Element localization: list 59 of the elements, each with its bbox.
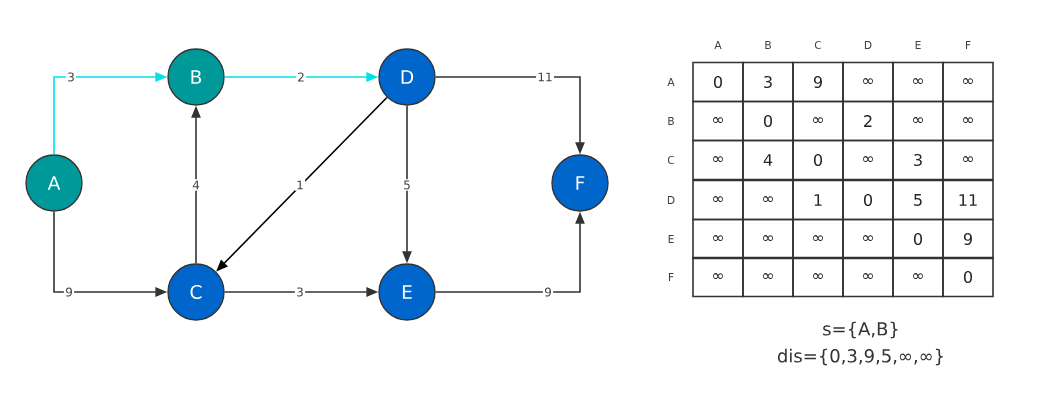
edge-label: 5	[401, 179, 413, 191]
matrix-cell: 5	[892, 179, 944, 221]
matrix-cell: 11	[942, 179, 994, 221]
matrix-cell: ∞	[742, 218, 794, 260]
matrix-cell: 0	[892, 218, 944, 260]
edge-label: 9	[63, 286, 75, 298]
matrix-cell: 0	[842, 179, 894, 221]
edge-label: 2	[295, 71, 307, 83]
result-text: s={A,B}	[823, 321, 898, 339]
matrix-cell: 9	[942, 218, 994, 260]
matrix-cell: ∞	[792, 256, 844, 298]
row-header: D	[667, 196, 675, 204]
matrix-cell: ∞	[692, 100, 744, 142]
row-header: E	[668, 235, 674, 243]
matrix-cell: 0	[742, 100, 794, 142]
column-header: E	[915, 41, 921, 49]
matrix-cell: ∞	[842, 139, 894, 181]
matrix-cell: 2	[842, 100, 894, 142]
matrix-cell: ∞	[892, 100, 944, 142]
edge-label: 3	[294, 286, 306, 298]
row-header: F	[669, 273, 674, 281]
edge-label: 11	[536, 71, 554, 83]
matrix-cell: 3	[892, 139, 944, 181]
matrix-cell: 3	[742, 61, 794, 103]
matrix-cell: 9	[792, 61, 844, 103]
matrix-cell: ∞	[842, 61, 894, 103]
row-header: C	[667, 155, 675, 164]
column-header: F	[966, 41, 971, 49]
matrix-cell: ∞	[742, 256, 794, 298]
edge-label: 1	[294, 179, 306, 191]
matrix-cell: ∞	[692, 218, 744, 260]
column-header: B	[765, 41, 771, 49]
column-header: A	[714, 41, 722, 49]
matrix-cell: ∞	[792, 100, 844, 142]
row-header: B	[668, 117, 674, 125]
matrix-cell: ∞	[942, 139, 994, 181]
matrix-cell: ∞	[842, 218, 894, 260]
column-header: C	[814, 40, 822, 49]
matrix-cell: 0	[792, 139, 844, 181]
matrix-cell: ∞	[942, 100, 994, 142]
edge-label: 3	[65, 71, 77, 83]
matrix-cell: ∞	[692, 179, 744, 221]
matrix-cell: ∞	[942, 61, 994, 103]
matrix-cell: ∞	[692, 256, 744, 298]
matrix-cell: 1	[792, 179, 844, 221]
matrix-cell: 4	[742, 139, 794, 181]
edge-label: 9	[542, 286, 554, 298]
matrix-cell: ∞	[842, 256, 894, 298]
result-text: dis={0,3,9,5,∞,∞}	[777, 348, 943, 366]
matrix-cell: 0	[692, 61, 744, 103]
matrix-cell: ∞	[892, 256, 944, 298]
matrix-cell: ∞	[692, 139, 744, 181]
row-header: A	[667, 78, 675, 86]
matrix-cell: ∞	[792, 218, 844, 260]
edge-label: 4	[190, 179, 202, 191]
column-header: D	[864, 41, 872, 49]
matrix-cell: ∞	[742, 179, 794, 221]
matrix-cell: ∞	[892, 61, 944, 103]
matrix-cell: 0	[942, 256, 994, 298]
